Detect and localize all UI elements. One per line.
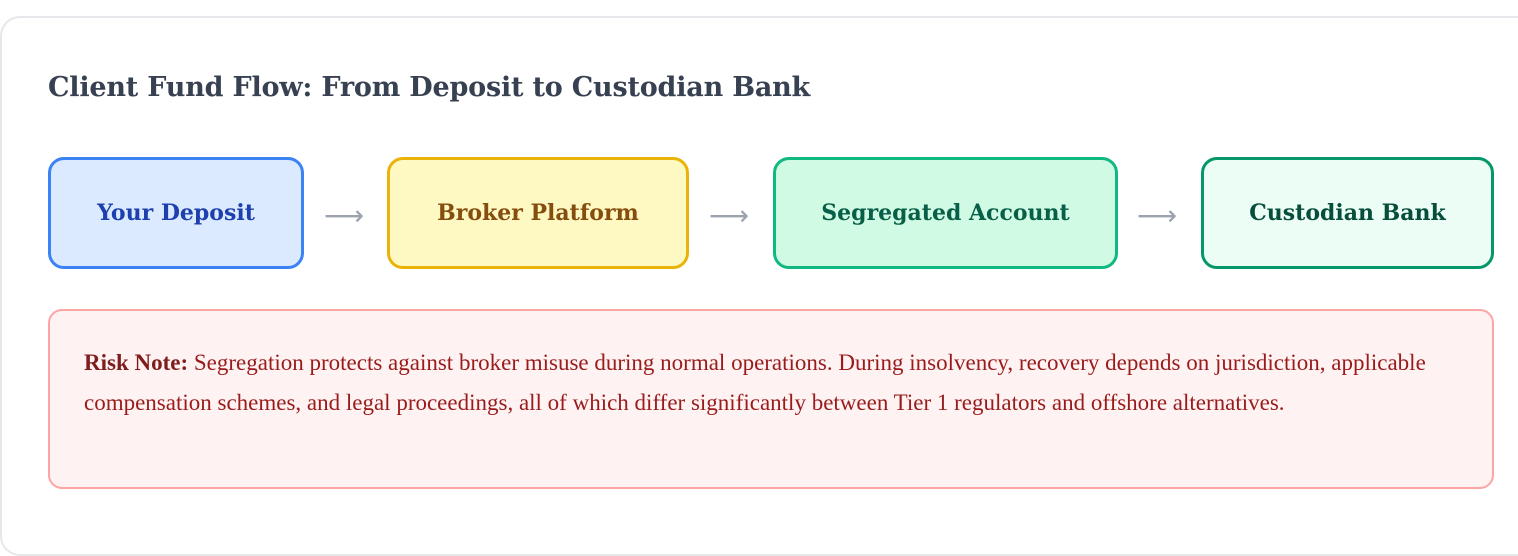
flow-step-label: Your Deposit [97, 200, 255, 226]
arrow-right-icon: ⟶ [709, 199, 750, 232]
flow-step-your-deposit: Your Deposit [48, 157, 304, 269]
arrow-right-icon: ⟶ [1137, 199, 1178, 232]
flow-step-custodian-bank: Custodian Bank [1201, 157, 1494, 269]
risk-note-label: Risk Note: [84, 350, 189, 375]
risk-note: Risk Note: Segregation protects against … [48, 309, 1494, 489]
arrow-right-icon: ⟶ [324, 199, 365, 232]
flow-step-label: Custodian Bank [1249, 200, 1446, 226]
flow-step-segregated-account: Segregated Account [773, 157, 1118, 269]
flow-step-label: Segregated Account [821, 200, 1070, 226]
flow-step-label: Broker Platform [437, 200, 639, 226]
risk-note-text: Segregation protects against broker misu… [84, 350, 1426, 415]
diagram-title: Client Fund Flow: From Deposit to Custod… [48, 72, 811, 103]
flow-step-broker-platform: Broker Platform [387, 157, 689, 269]
